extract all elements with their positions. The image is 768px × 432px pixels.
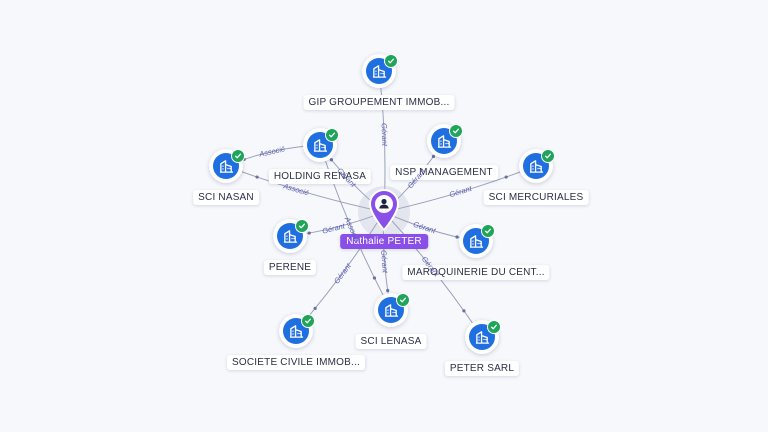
check-badge-icon [487,320,501,334]
check-badge-icon [384,54,398,68]
company-label[interactable]: PETER SARL [444,361,520,376]
edge-center-scinasan [225,165,385,213]
edge-center-petersarl-arrow [462,309,466,313]
edge-center-gip-label: Gérant [379,122,390,146]
check-badge-icon [541,149,555,163]
company-label[interactable]: NSP MANAGEMENT [390,165,498,180]
edge-holding-lenasa-arrow [372,276,377,280]
edge-center-scinasan-arrow [255,175,259,179]
check-badge-icon [481,224,495,238]
edge-center-mercuriales-arrow [504,175,508,179]
edge-holding-lenasa [319,144,392,311]
location-pin-icon [368,189,400,232]
edge-center-sociv-arrow [313,306,317,310]
company-label[interactable]: MAROQUINERIE DU CENT... [402,265,550,280]
check-badge-icon [325,128,339,142]
edge-center-lenasa-label: Gérant [379,249,390,273]
building-icon [463,228,489,254]
check-badge-icon [396,293,410,307]
company-label[interactable]: SCI LENASA [355,334,427,349]
edge-center-lenasa-arrow [386,288,390,293]
company-label[interactable]: SCI MERCURIALES [483,190,589,205]
edge-center-maroq-arrow [455,235,459,239]
check-badge-icon [449,124,463,138]
edge-center-nsp-arrow [431,154,436,159]
edge-center-mercuriales [383,165,537,213]
company-label[interactable]: HOLDING RENASA [268,169,372,184]
company-label[interactable]: PERENE [263,260,317,275]
company-label[interactable]: SCI NASAN [193,190,259,205]
check-badge-icon [231,149,245,163]
edge-center-holding-arrow [329,158,334,162]
person-label[interactable]: Nathalie PETER [340,234,428,249]
check-badge-icon [295,219,309,233]
company-label[interactable]: SOCIETE CIVILE IMMOB... [227,355,365,370]
person-icon [379,198,389,209]
company-label[interactable]: GIP GROUPEMENT IMMOB... [303,95,455,110]
check-badge-icon [301,314,315,328]
edge-center-perene-arrow [307,231,311,235]
